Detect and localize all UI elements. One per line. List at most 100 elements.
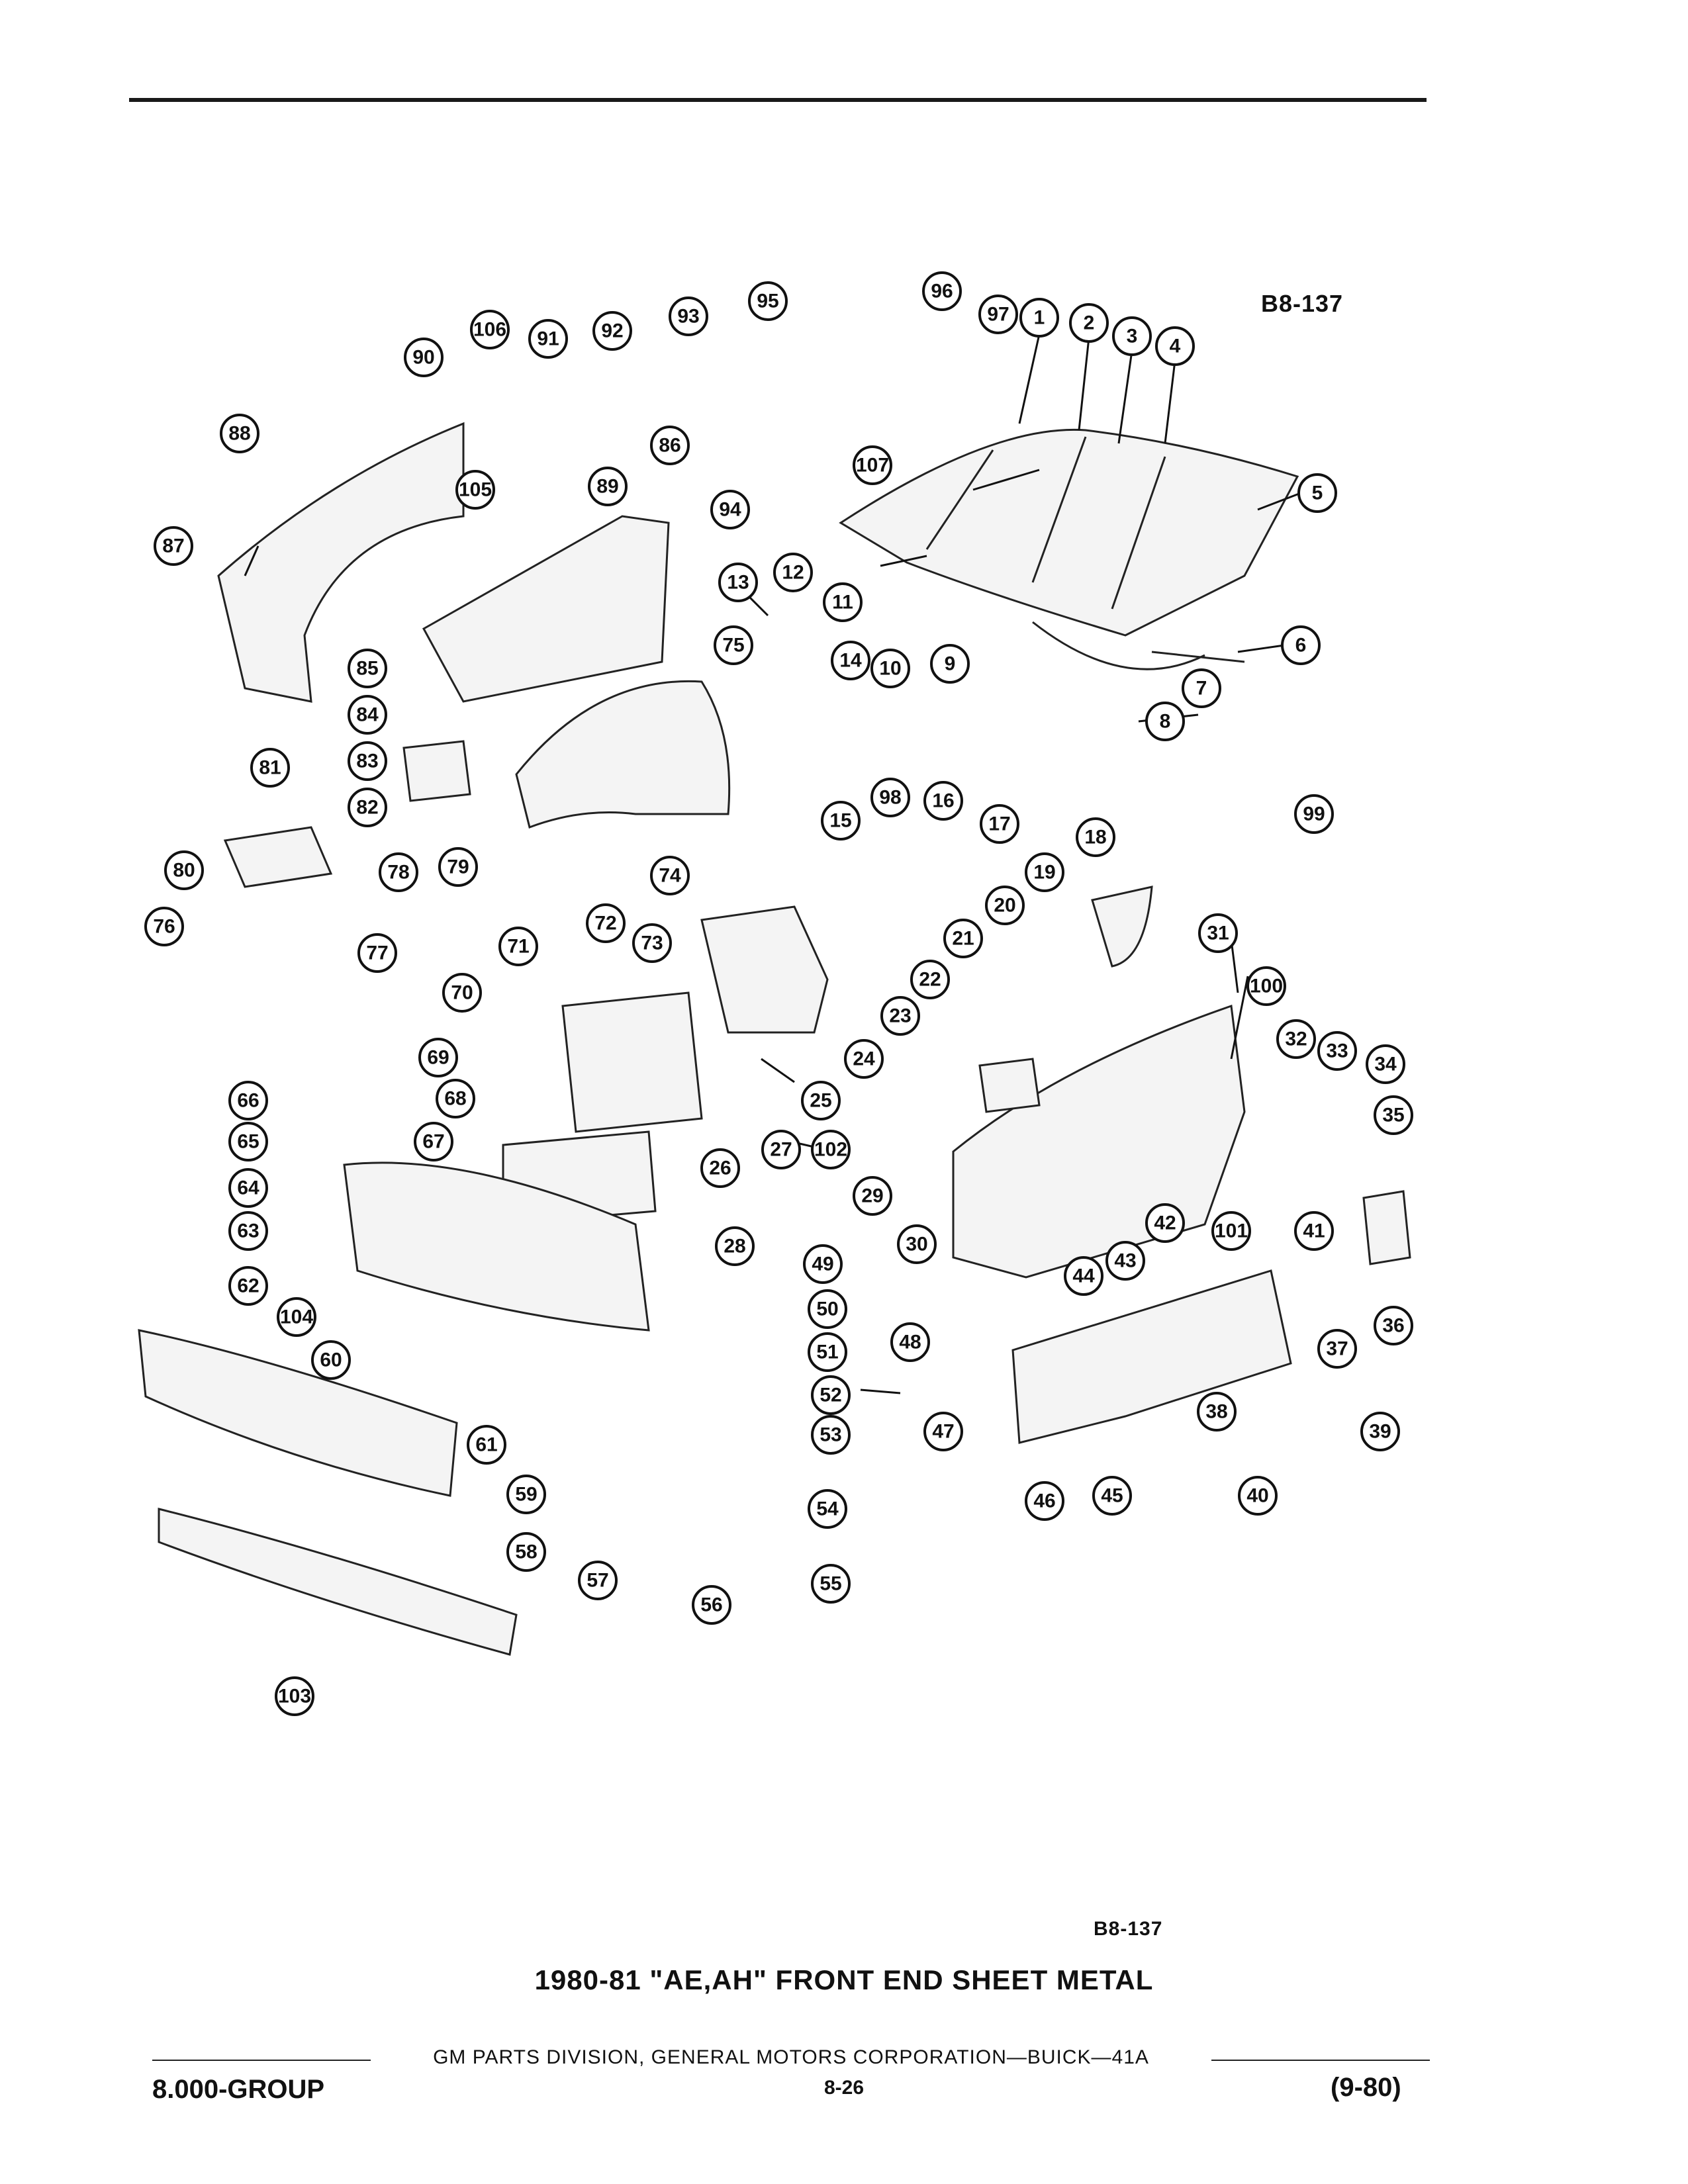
svg-text:74: 74 [659,865,681,887]
coolant-tank [978,1058,1041,1113]
svg-text:90: 90 [412,347,434,369]
callout-74: 74 [650,856,690,895]
footer-credit: GM PARTS DIVISION, GENERAL MOTORS CORPOR… [433,2046,1149,2068]
callout-66: 66 [228,1081,268,1120]
callout-103: 103 [275,1676,314,1716]
callout-73: 73 [632,923,672,963]
callout-57: 57 [578,1561,618,1600]
svg-text:34: 34 [1374,1054,1397,1075]
svg-text:82: 82 [356,797,378,819]
svg-text:10: 10 [879,658,901,680]
callout-97: 97 [978,295,1018,334]
callout-93: 93 [669,296,708,336]
callout-70: 70 [442,973,482,1013]
callout-27: 27 [761,1130,801,1169]
callout-41: 41 [1294,1211,1334,1251]
hood-seal [1032,621,1245,670]
callout-69: 69 [418,1038,458,1077]
svg-text:49: 49 [812,1253,833,1275]
battery-tray [223,826,333,888]
svg-text:25: 25 [810,1090,831,1112]
svg-text:83: 83 [356,751,378,772]
callout-14: 14 [831,641,870,680]
svg-text:43: 43 [1114,1250,1136,1272]
fan-shroud [700,905,829,1034]
svg-text:47: 47 [932,1421,954,1443]
callout-34: 34 [1366,1044,1405,1084]
callout-44: 44 [1064,1256,1103,1296]
grille [138,1329,458,1497]
callout-91: 91 [528,319,568,359]
callout-9: 9 [930,644,970,684]
hood-panel [839,428,1299,637]
svg-text:46: 46 [1033,1490,1055,1512]
svg-text:67: 67 [422,1131,444,1153]
callout-64: 64 [228,1168,268,1208]
callout-19: 19 [1025,852,1064,892]
callout-38: 38 [1197,1392,1237,1432]
bumper-filler [158,1508,518,1656]
callout-10: 10 [870,649,910,688]
callout-33: 33 [1317,1031,1357,1071]
callout-52: 52 [811,1375,851,1415]
svg-text:71: 71 [507,936,529,958]
svg-text:68: 68 [444,1088,466,1110]
callout-71: 71 [498,927,538,966]
svg-text:8: 8 [1160,711,1171,733]
callout-3: 3 [1112,316,1152,356]
svg-text:78: 78 [387,862,409,884]
callout-59: 59 [506,1475,546,1514]
callout-67: 67 [414,1122,453,1161]
callout-56: 56 [692,1585,731,1625]
callout-26: 26 [700,1148,740,1188]
svg-text:20: 20 [994,895,1015,917]
svg-text:88: 88 [228,423,250,445]
callout-4: 4 [1155,326,1195,366]
group-label: 8.000-GROUP [152,2075,325,2104]
callout-58: 58 [506,1532,546,1572]
svg-text:29: 29 [861,1185,883,1207]
callout-24: 24 [844,1039,884,1079]
svg-text:64: 64 [237,1177,259,1199]
svg-text:17: 17 [988,813,1010,835]
callout-36: 36 [1374,1306,1413,1345]
svg-text:41: 41 [1303,1220,1325,1242]
svg-text:72: 72 [594,913,616,934]
svg-text:66: 66 [237,1090,259,1112]
callout-107: 107 [853,445,892,485]
callout-95: 95 [748,281,788,321]
callout-6: 6 [1281,625,1321,665]
callout-22: 22 [910,960,950,999]
callout-68: 68 [436,1079,475,1118]
radiator [561,991,703,1133]
callout-42: 42 [1145,1203,1185,1243]
washer-reservoir [402,740,471,802]
callout-50: 50 [808,1289,847,1329]
callout-11: 11 [823,582,863,622]
svg-text:94: 94 [719,499,741,521]
callout-85: 85 [348,649,387,688]
svg-text:45: 45 [1101,1485,1123,1507]
callout-104: 104 [277,1297,316,1337]
svg-text:42: 42 [1154,1212,1176,1234]
left-fender-apron [422,515,670,703]
page-number: 8-26 [823,2077,865,2099]
left-fender [217,422,465,703]
svg-text:76: 76 [153,916,175,938]
callout-76: 76 [144,907,184,946]
svg-text:53: 53 [820,1424,841,1446]
svg-text:99: 99 [1303,803,1325,825]
diagram-code-top: B8-137 [1261,290,1344,317]
diagram-code-bottom: B8-137 [1094,1918,1163,1940]
svg-text:58: 58 [515,1541,537,1563]
svg-text:92: 92 [601,320,623,342]
svg-text:85: 85 [356,658,378,680]
callout-101: 101 [1211,1211,1251,1251]
callout-8: 8 [1145,702,1185,741]
footer-rule-left [152,2060,371,2061]
callout-43: 43 [1105,1241,1145,1281]
callout-35: 35 [1374,1095,1413,1135]
svg-text:86: 86 [659,435,680,457]
svg-text:32: 32 [1285,1028,1307,1050]
svg-text:7: 7 [1196,678,1207,700]
